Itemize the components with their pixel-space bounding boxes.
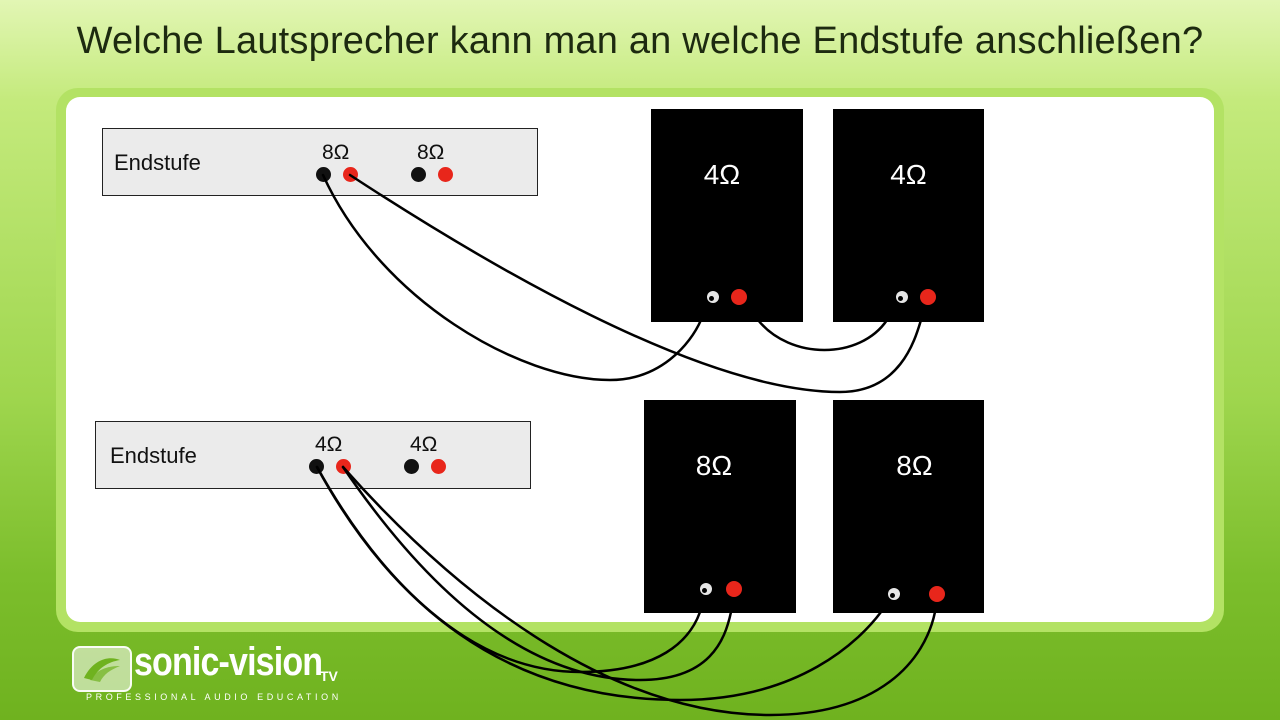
amplifier-top-ch2-negative-terminal	[411, 167, 426, 182]
amplifier-top-ch1-positive-terminal	[343, 167, 358, 182]
speaker-top-right-positive-terminal	[920, 289, 936, 305]
speaker-bottom-right-impedance: 8Ω	[896, 450, 933, 481]
amplifier-top-ch1-negative-terminal	[316, 167, 331, 182]
speaker-top-right-impedance: 4Ω	[890, 159, 927, 190]
speaker-bottom-right-negative-terminal	[888, 588, 900, 600]
amplifier-top-channel-2-impedance: 8Ω	[417, 141, 445, 164]
amplifier-bottom-label: Endstufe	[110, 443, 197, 468]
speaker-top-left-positive-terminal	[731, 289, 747, 305]
amplifier-bottom-ch1-negative-terminal	[309, 459, 324, 474]
amplifier-top-channel-1-impedance: 8Ω	[322, 141, 350, 164]
amplifier-bottom-ch2-negative-terminal	[404, 459, 419, 474]
speaker-top-left-impedance: 4Ω	[703, 159, 741, 190]
speaker-top-left-negative-terminal	[707, 291, 719, 303]
amplifier-top-ch2-positive-terminal	[438, 167, 453, 182]
brand-logo-suffix: TV	[320, 668, 338, 684]
brand-logo-icon	[72, 646, 132, 692]
amplifier-bottom-ch2-positive-terminal	[431, 459, 446, 474]
speaker-bottom-left-impedance: 8Ω	[695, 450, 733, 481]
speaker-bottom-left-negative-terminal	[700, 583, 712, 595]
amplifier-bottom-ch1-positive-terminal	[336, 459, 351, 474]
speaker-bottom-left: 8Ω	[644, 400, 796, 613]
brand-logo-tagline: PROFESSIONAL AUDIO EDUCATION	[86, 692, 342, 702]
amplifier-top-label: Endstufe	[114, 150, 201, 175]
page-title: Welche Lautsprecher kann man an welche E…	[76, 20, 1204, 62]
speaker-top-right: 4Ω	[833, 109, 984, 322]
brand-logo: sonic-vision TV PROFESSIONAL AUDIO EDUCA…	[72, 640, 362, 706]
speaker-bottom-right: 8Ω	[833, 400, 984, 613]
speaker-bottom-right-positive-terminal	[929, 586, 945, 602]
brand-logo-name: sonic-vision	[134, 640, 323, 684]
amplifier-bottom-channel-2-impedance: 4Ω	[410, 433, 438, 456]
speaker-top-left: 4Ω	[651, 109, 803, 322]
speaker-bottom-left-positive-terminal	[726, 581, 742, 597]
speaker-top-right-negative-terminal	[896, 291, 908, 303]
amplifier-bottom-channel-1-impedance: 4Ω	[315, 433, 343, 456]
